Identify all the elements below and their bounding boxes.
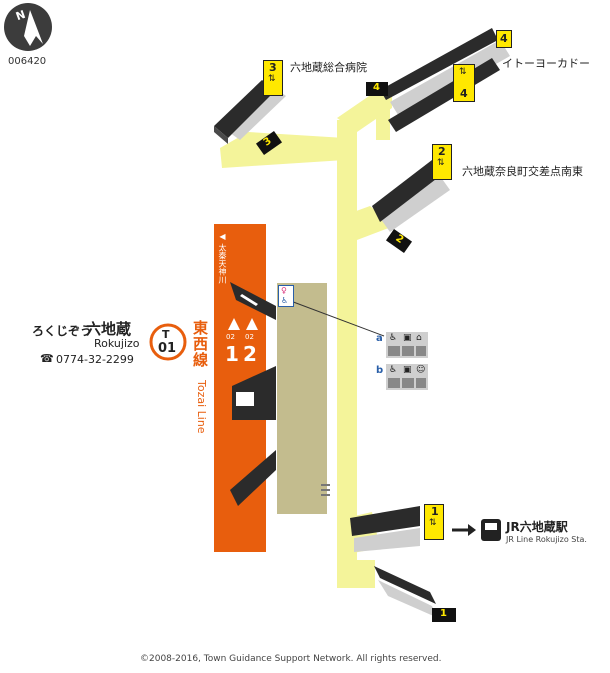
exit-4-tag-number: 4 <box>373 82 380 93</box>
exit-3-number: 3 <box>269 61 277 74</box>
track-markers <box>228 318 258 330</box>
line-name-en: Tozai Line <box>195 380 208 434</box>
stair-south <box>374 566 436 604</box>
glyph-bar <box>321 484 330 486</box>
station-phone: 0774-32-2299 <box>56 353 134 366</box>
legend-a-cell <box>416 346 426 356</box>
toilet-icon: ▣ <box>403 365 412 375</box>
track-2-number: 2 <box>243 342 257 366</box>
direction-label: ◀ 太秦天神川 <box>218 232 227 284</box>
wheelchair-icon: ♿ <box>281 296 289 305</box>
stair-exit1 <box>350 506 420 536</box>
track-2-code: 02 <box>245 333 254 341</box>
platform-stair-3 <box>230 450 276 506</box>
exit-2-destination: 六地蔵奈良町交差点南東 <box>462 165 583 178</box>
station-name-kanji: 六地蔵 <box>86 320 132 338</box>
exit-2-tag-number: 2 <box>393 232 406 246</box>
facility-leader-line <box>287 299 385 337</box>
stair-exit4-shadow <box>390 40 510 118</box>
legend-b-cell <box>416 378 426 388</box>
stair-south-shadow <box>378 580 438 618</box>
legend-a-cell <box>388 346 400 356</box>
tozai-line-box <box>214 224 330 552</box>
track-marker-2 <box>246 318 258 330</box>
exit-3-tag-number: 3 <box>261 135 274 149</box>
wheelchair-icon: ♿ <box>389 365 398 375</box>
exit-3-marker[interactable]: 3 ⇅ <box>263 60 283 96</box>
exit-1-marker[interactable]: 1 ⇅ <box>424 504 444 540</box>
exit-4-tag[interactable]: 4 <box>366 82 388 96</box>
escalator-icon: ⇅ <box>268 74 276 84</box>
map-id: 006420 <box>8 56 47 67</box>
copyright-notice: ©2008-2016, Town Guidance Support Networ… <box>140 654 442 664</box>
passage-exit3 <box>220 132 345 168</box>
track-1-code: 02 <box>226 333 235 341</box>
baby-icon: ☺ <box>416 365 426 375</box>
stair-exit2 <box>372 160 440 222</box>
jr-connection-arrow <box>452 519 501 541</box>
stair-structures <box>214 28 510 618</box>
exit-3-destination: 六地蔵総合病院 <box>290 61 367 74</box>
track-marker-1 <box>228 318 240 330</box>
arrow-head <box>468 524 476 536</box>
stair-exit2-shadow <box>380 176 450 232</box>
wheelchair-icon: ♿ <box>389 333 398 343</box>
exit-1-tag-number: 1 <box>440 608 447 619</box>
station-number-badge <box>149 323 187 361</box>
jr-station-name-en: JR Line Rokujizo Sta. <box>506 535 587 544</box>
compass-north-arrow <box>4 3 52 51</box>
passage-exit4-stub <box>376 106 390 140</box>
legend-b-cell <box>402 378 414 388</box>
exit-4-destination: イトーヨーカドー <box>502 57 590 70</box>
legend-a-letter: a <box>376 333 383 344</box>
escalator-icon: ⇅ <box>459 67 467 77</box>
concourse-platform <box>277 283 327 514</box>
toilet-icon: ♀ <box>281 286 287 295</box>
passage-stair-glyph <box>321 484 330 496</box>
glyph-bar <box>321 489 330 491</box>
glyph-bar <box>321 494 330 496</box>
passage-main-vertical <box>337 120 357 588</box>
platform-elevator-mark <box>236 392 254 406</box>
exit-2-marker[interactable]: 2 ⇅ <box>432 144 452 180</box>
legend-b-letter: b <box>376 365 384 376</box>
stair-exit4-upper <box>380 28 498 100</box>
exit-1-tag[interactable]: 1 <box>432 608 456 622</box>
legend-b-cell <box>388 378 400 388</box>
track-1-number: 1 <box>225 342 239 366</box>
exit-2-number: 2 <box>438 145 446 158</box>
passage-exit4 <box>337 94 392 132</box>
facility-legend <box>386 332 428 390</box>
exit-4-marker[interactable]: ⇅ 4 <box>453 64 475 102</box>
jr-station-name: JR六地蔵駅 <box>506 520 568 534</box>
badge-station-number: 01 <box>158 341 177 356</box>
legend-a-cell <box>402 346 414 356</box>
badge-ring <box>149 323 187 361</box>
escalator-icon: ⇅ <box>429 518 437 528</box>
passage-network <box>220 94 394 588</box>
stair-exit3-base <box>214 126 228 144</box>
exit-4-number: 4 <box>460 87 468 100</box>
stair-exit3 <box>214 80 276 138</box>
station-name-kana: ろくじぞう <box>32 324 93 338</box>
exit-4-marker-top[interactable]: 4 <box>496 30 512 48</box>
parking-icon: ⌂ <box>416 333 422 343</box>
passage-south <box>337 560 375 588</box>
platform-stair-1-highlight <box>240 294 258 306</box>
toilet-icon: ▣ <box>403 333 412 343</box>
restroom-icon[interactable]: ♀ ♿ <box>278 285 294 307</box>
badge-line-code: T <box>162 328 170 341</box>
exit-4-number-top: 4 <box>500 32 508 45</box>
stair-exit1-shadow <box>354 528 420 552</box>
compass-needle <box>24 10 43 46</box>
stair-exit3-shadow <box>226 86 286 140</box>
station-name-roman: Rokujizo <box>94 337 140 350</box>
train-window <box>485 523 497 530</box>
line-name-jp: 東西線 <box>191 320 209 368</box>
exit-1-number: 1 <box>431 505 439 518</box>
phone-icon: ☎ <box>40 352 54 365</box>
escalator-icon: ⇅ <box>437 158 445 168</box>
